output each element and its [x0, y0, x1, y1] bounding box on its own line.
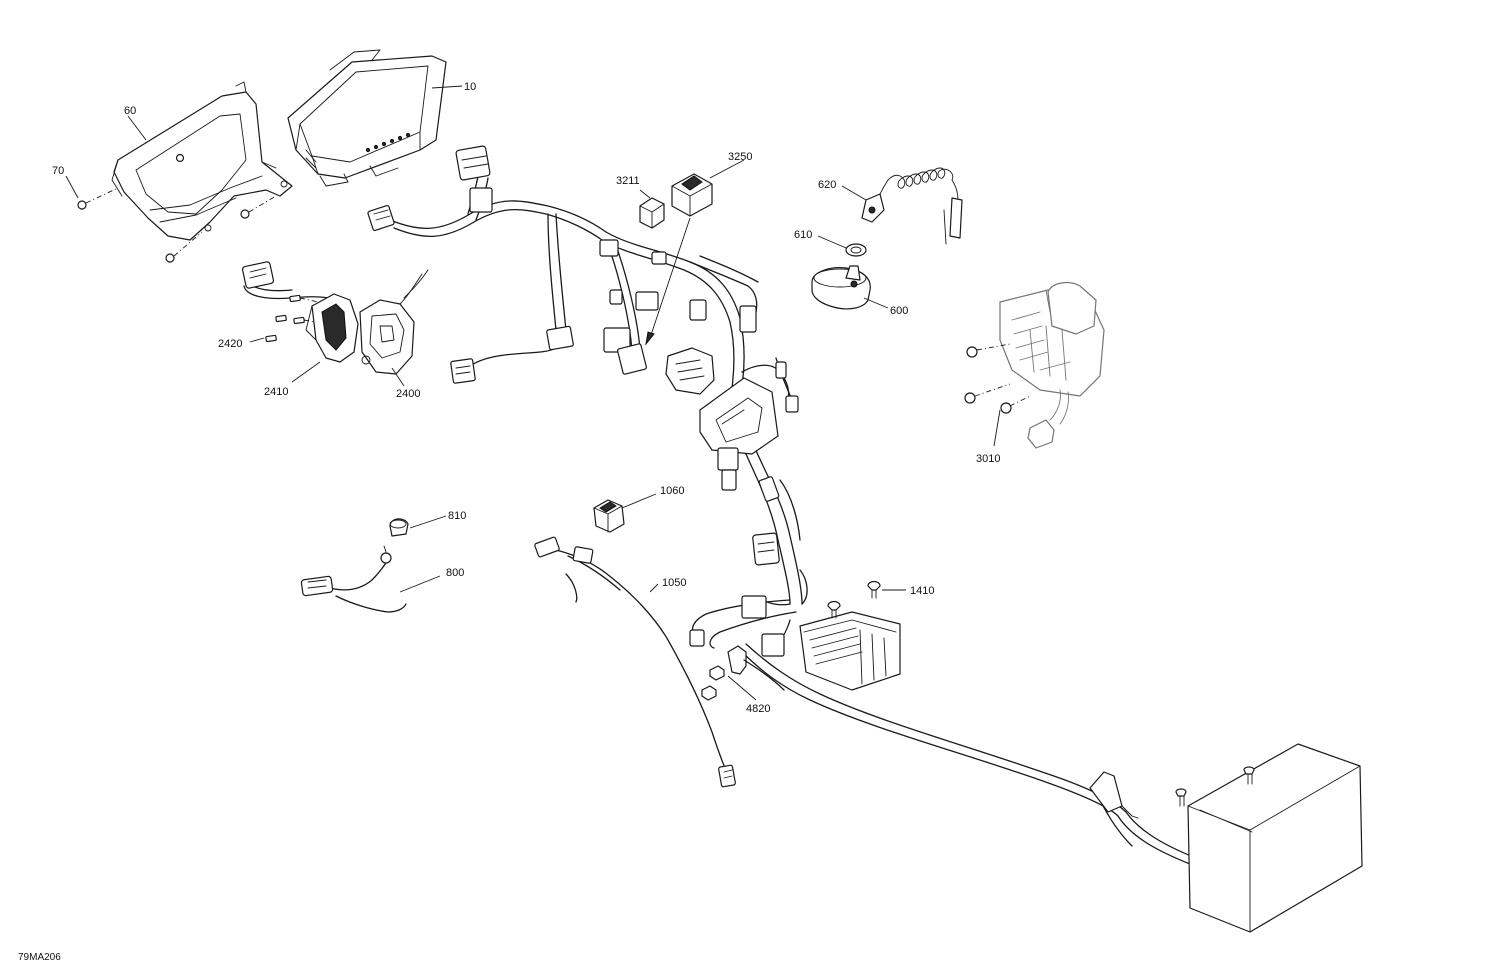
callout-60: 60: [124, 105, 136, 117]
nut-610-part[interactable]: [845, 243, 867, 257]
switch-600-part[interactable]: [811, 265, 871, 310]
screws-3010-parts[interactable]: [964, 346, 1012, 414]
harness-1050-part[interactable]: [534, 536, 736, 788]
handlebar-switch-2400-part[interactable]: [359, 269, 429, 375]
harness-connectors[interactable]: [241, 145, 799, 657]
sensor-800-part[interactable]: [300, 545, 407, 613]
cap-810-part[interactable]: [389, 518, 409, 537]
callout-600: 600: [890, 305, 908, 317]
screw-1410-part[interactable]: [867, 580, 881, 599]
screw-70-parts[interactable]: [77, 153, 250, 263]
callout-2410: 2410: [264, 386, 288, 398]
callout-2420: 2420: [218, 338, 242, 350]
callout-610: 610: [794, 229, 812, 241]
switch-3250-part[interactable]: [671, 173, 713, 217]
callout-800: 800: [446, 567, 464, 579]
callout-70: 70: [52, 165, 64, 177]
callout-4820: 4820: [746, 703, 770, 715]
switch-3211-part[interactable]: [639, 197, 665, 229]
callout-10: 10: [464, 81, 476, 93]
callout-620: 620: [818, 179, 836, 191]
callout-1410: 1410: [910, 585, 934, 597]
instrument-cluster-part[interactable]: [287, 49, 447, 187]
figure-code: 79MA206: [18, 952, 61, 963]
screws-2420-parts[interactable]: [265, 294, 305, 343]
callout-3010: 3010: [976, 453, 1000, 465]
nuts-4820-parts[interactable]: [701, 645, 785, 701]
cluster-support-part[interactable]: [111, 81, 293, 241]
callout-1050: 1050: [662, 577, 686, 589]
voltage-regulator-part[interactable]: [799, 600, 901, 691]
main-wiring-harness[interactable]: [243, 175, 1233, 897]
callout-3211: 3211: [616, 175, 640, 187]
callout-2400: 2400: [396, 388, 420, 400]
tether-cord-620-part[interactable]: [861, 167, 963, 245]
battery-part[interactable]: [1089, 743, 1363, 933]
callout-810: 810: [448, 510, 466, 522]
callout-3250: 3250: [728, 151, 752, 163]
switch-1060-part[interactable]: [593, 499, 625, 533]
actuator-3010-part[interactable]: [999, 282, 1105, 449]
callout-1060: 1060: [660, 485, 684, 497]
switch-housing-2410-part[interactable]: [305, 293, 359, 363]
